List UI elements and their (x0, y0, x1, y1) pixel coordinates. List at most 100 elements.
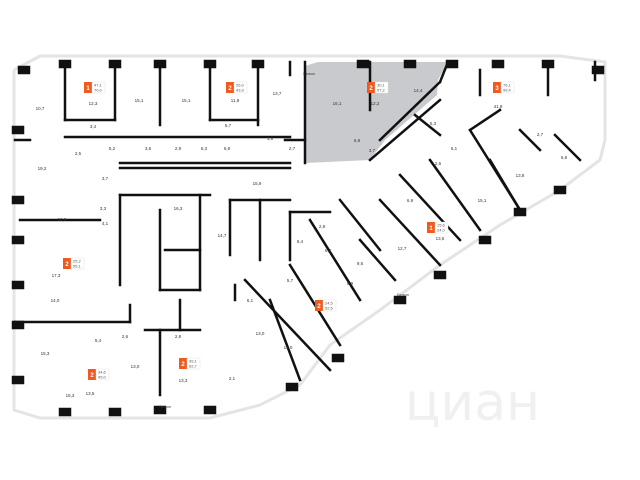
room-area-label: 2,6 (122, 334, 129, 339)
window-pier (331, 353, 345, 363)
window-pier (58, 59, 72, 69)
window-pier (356, 59, 370, 69)
badge-rooms-count: 2 (369, 86, 373, 92)
room-area-label: 13,6 (436, 236, 445, 241)
apartment-badge[interactable]: 239,162,7 (179, 357, 201, 370)
window-pier (11, 375, 25, 385)
room-area-label: 15,0 (284, 345, 293, 350)
badge-rooms-box (493, 82, 501, 93)
badge-living-area: 76,1 (503, 83, 512, 88)
room-area-label: 17,3 (52, 273, 61, 278)
apartment-badge[interactable]: 376,199,4 (493, 81, 515, 94)
room-area-label: 15,3 (66, 393, 75, 398)
badge-rooms-count: 3 (495, 86, 499, 92)
window-pier (11, 125, 25, 135)
walls (11, 59, 605, 417)
badge-rooms-box (88, 369, 96, 380)
balcony-label: Балкон (303, 72, 315, 76)
apartment-badge[interactable]: 224,552,5 (315, 299, 337, 312)
badge-living-area: 39,1 (189, 359, 198, 364)
selected-apartment-area (305, 62, 448, 163)
room-area-label: 6,8 (354, 138, 361, 143)
badge-values-box (322, 299, 337, 312)
room-area-label: 2,9 (175, 146, 182, 151)
window-pier (445, 59, 459, 69)
window-pier (403, 59, 417, 69)
window-pier (153, 59, 167, 69)
room-area-label: 5,7 (287, 278, 294, 283)
badge-total-area: 24,0 (437, 228, 446, 233)
badge-rooms-count: 1 (429, 226, 433, 232)
room-area-label: 5,8 (561, 155, 568, 160)
room-area-label: 3,4 (90, 124, 97, 129)
apartment-badge[interactable]: 225,255,1 (63, 257, 85, 270)
badge-rooms-count: 2 (90, 373, 94, 379)
room-area-label: 13,7 (273, 91, 282, 96)
wall (243, 278, 332, 372)
window-pier (11, 235, 25, 245)
wall (553, 133, 582, 162)
badge-rooms-box (179, 358, 187, 369)
room-area-label: 5,2 (109, 146, 116, 151)
badge-rooms-box (367, 82, 375, 93)
badge-values-box (500, 81, 515, 94)
badge-rooms-count: 1 (86, 86, 90, 92)
window-pier (491, 59, 505, 69)
window-pier (478, 235, 492, 245)
room-area-label: 2,8 (175, 334, 182, 339)
room-area-label: 2,6 (435, 161, 442, 166)
room-area-label: 12,3 (89, 101, 98, 106)
window-pier (393, 295, 407, 305)
badge-values-box (70, 257, 85, 270)
badge-total-area: 43,9 (236, 88, 245, 93)
wall (398, 173, 462, 242)
window-pier (203, 405, 217, 415)
window-pier (251, 59, 265, 69)
badge-living-area: 30,1 (377, 83, 386, 88)
apartment-badge[interactable]: 226,043,9 (226, 81, 248, 94)
room-area-label: 8,9 (347, 281, 354, 286)
window-pier (11, 280, 25, 290)
room-area-label: 13,3 (179, 378, 188, 383)
wall (378, 80, 442, 142)
window-pier (591, 65, 605, 75)
room-area-label: 16,3 (174, 206, 183, 211)
apartment-badge[interactable]: 234,695,0 (88, 368, 110, 381)
wall (358, 238, 397, 282)
room-area-label: 13,0 (256, 331, 265, 336)
room-area-label: 15,9 (253, 181, 262, 186)
room-area-label: 6,1 (247, 298, 254, 303)
wall (428, 158, 482, 232)
badge-rooms-box (226, 82, 234, 93)
badge-total-area: 62,7 (189, 364, 198, 369)
apartment-badge[interactable]: 230,157,2 (367, 81, 389, 94)
room-area-label: 6,4 (297, 239, 304, 244)
watermark: циан (405, 373, 540, 433)
room-area-label: 14,4 (414, 88, 423, 93)
room-area-label: 5,3 (430, 121, 437, 126)
room-area-label: 10,7 (36, 106, 45, 111)
apartment-badge[interactable]: 115,624,0 (427, 221, 449, 234)
badge-rooms-box (315, 300, 323, 311)
badge-values-box (374, 81, 389, 94)
badge-values-box (233, 81, 248, 94)
wall (518, 128, 542, 152)
window-pier (513, 207, 527, 217)
room-area-label: 41,9 (494, 104, 503, 109)
badge-living-area: 47,1 (94, 83, 103, 88)
room-area-label: 12,2 (371, 101, 380, 106)
apartment-badge[interactable]: 147,170,0 (84, 81, 106, 94)
room-area-label: 19,2 (38, 166, 47, 171)
room-area-label: 16,1 (333, 101, 342, 106)
badge-values-box (91, 81, 106, 94)
badge-total-area: 52,5 (325, 306, 334, 311)
room-area-label: 3,7 (102, 176, 109, 181)
badge-living-area: 26,0 (236, 83, 245, 88)
room-area-label: 13,0 (131, 364, 140, 369)
room-area-label: 3,6 (145, 146, 152, 151)
room-area-label: 13,5 (86, 391, 95, 396)
window-pier (108, 407, 122, 417)
